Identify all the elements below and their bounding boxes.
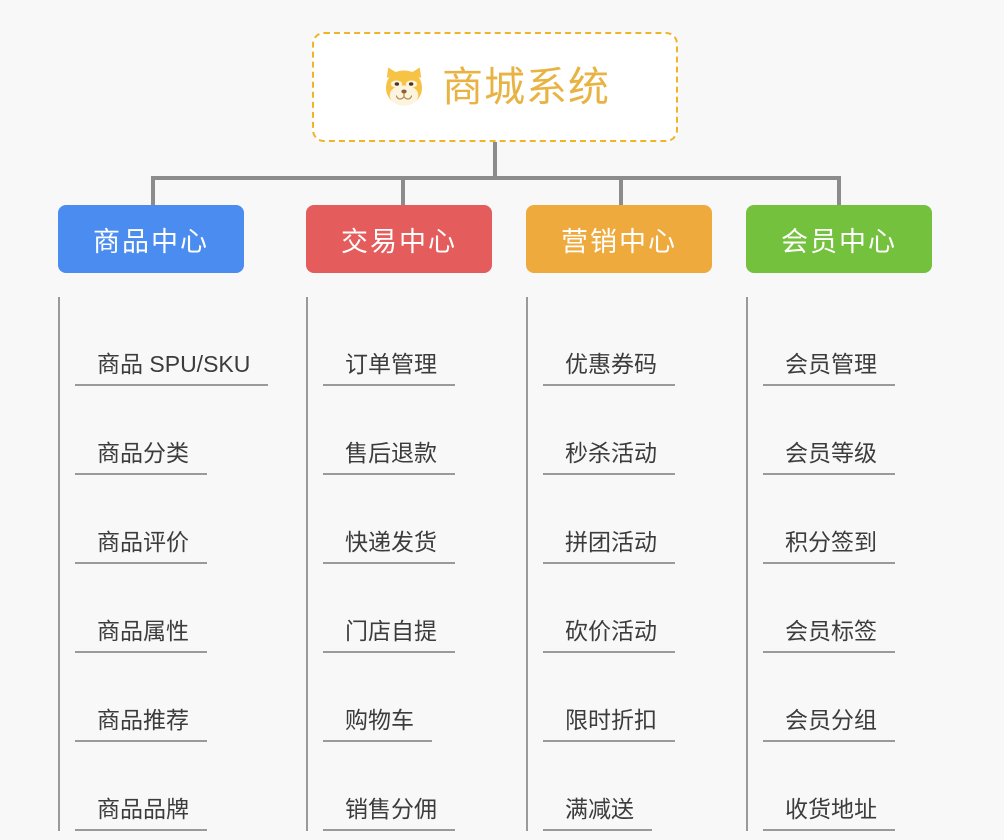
leaf-label: 拼团活动	[543, 529, 675, 564]
leaf-item[interactable]: 商品评价	[75, 475, 290, 564]
leaf-item[interactable]: 售后退款	[323, 386, 510, 475]
connector-horizontal-bus	[151, 176, 841, 180]
root-node[interactable]: 商城系统	[312, 32, 678, 142]
leaf-item[interactable]: 快递发货	[323, 475, 510, 564]
leaf-item[interactable]: 拼团活动	[543, 475, 730, 564]
leaf-label: 优惠券码	[543, 351, 675, 386]
category-label: 营销中心	[561, 226, 677, 257]
leaf-label: 收货地址	[763, 796, 895, 831]
leaf-label: 快递发货	[323, 529, 455, 564]
leaf-label: 购物车	[323, 707, 432, 742]
shiba-dog-face-icon	[380, 63, 428, 111]
leaf-list-member-center: 会员管理 会员等级 积分签到 会员标签 会员分组 收货地址	[746, 297, 950, 831]
leaf-item[interactable]: 满减送	[543, 742, 730, 831]
leaf-label: 会员管理	[763, 351, 895, 386]
leaf-item[interactable]: 砍价活动	[543, 564, 730, 653]
leaf-label: 限时折扣	[543, 707, 675, 742]
leaf-label: 商品分类	[75, 440, 207, 475]
branch-marketing-center: 营销中心 优惠券码 秒杀活动 拼团活动 砍价活动 限时折扣 满减送	[498, 205, 730, 831]
leaf-label: 订单管理	[323, 351, 455, 386]
category-label: 商品中心	[93, 226, 209, 257]
leaf-item[interactable]: 商品 SPU/SKU	[75, 297, 290, 386]
leaf-list-product-center: 商品 SPU/SKU 商品分类 商品评价 商品属性 商品推荐 商品品牌	[58, 297, 290, 831]
leaf-item[interactable]: 订单管理	[323, 297, 510, 386]
leaf-label: 会员分组	[763, 707, 895, 742]
leaf-item[interactable]: 商品分类	[75, 386, 290, 475]
leaf-label: 商品 SPU/SKU	[75, 351, 269, 386]
leaf-label: 售后退款	[323, 440, 455, 475]
branch-member-center: 会员中心 会员管理 会员等级 积分签到 会员标签 会员分组 收货地址	[718, 205, 950, 831]
leaf-label: 商品品牌	[75, 796, 207, 831]
leaf-item[interactable]: 商品属性	[75, 564, 290, 653]
leaf-item[interactable]: 会员分组	[763, 653, 950, 742]
category-label: 交易中心	[341, 226, 457, 257]
branch-product-center: 商品中心 商品 SPU/SKU 商品分类 商品评价 商品属性 商品推荐 商品品牌	[58, 205, 290, 831]
leaf-item[interactable]: 优惠券码	[543, 297, 730, 386]
connector-root-stem	[493, 142, 497, 178]
leaf-item[interactable]: 购物车	[323, 653, 510, 742]
leaf-item[interactable]: 销售分佣	[323, 742, 510, 831]
leaf-label: 销售分佣	[323, 796, 455, 831]
connector-drop-product-center	[151, 176, 155, 206]
leaf-item[interactable]: 会员等级	[763, 386, 950, 475]
leaf-item[interactable]: 收货地址	[763, 742, 950, 831]
leaf-label: 会员等级	[763, 440, 895, 475]
category-header-member-center[interactable]: 会员中心	[746, 205, 932, 273]
connector-drop-marketing-center	[619, 176, 623, 206]
leaf-label: 秒杀活动	[543, 440, 675, 475]
leaf-label: 商品推荐	[75, 707, 207, 742]
category-label: 会员中心	[781, 226, 897, 257]
category-header-product-center[interactable]: 商品中心	[58, 205, 244, 273]
category-header-trade-center[interactable]: 交易中心	[306, 205, 492, 273]
connector-drop-trade-center	[401, 176, 405, 206]
leaf-label: 积分签到	[763, 529, 895, 564]
leaf-label: 满减送	[543, 796, 652, 831]
leaf-item[interactable]: 秒杀活动	[543, 386, 730, 475]
connector-drop-member-center	[837, 176, 841, 206]
leaf-label: 门店自提	[323, 618, 455, 653]
leaf-item[interactable]: 会员标签	[763, 564, 950, 653]
category-header-marketing-center[interactable]: 营销中心	[526, 205, 712, 273]
leaf-item[interactable]: 门店自提	[323, 564, 510, 653]
leaf-label: 会员标签	[763, 618, 895, 653]
leaf-item[interactable]: 商品推荐	[75, 653, 290, 742]
leaf-list-trade-center: 订单管理 售后退款 快递发货 门店自提 购物车 销售分佣	[306, 297, 510, 831]
leaf-label: 商品属性	[75, 618, 207, 653]
leaf-label: 砍价活动	[543, 618, 675, 653]
branch-trade-center: 交易中心 订单管理 售后退款 快递发货 门店自提 购物车 销售分佣	[278, 205, 510, 831]
leaf-item[interactable]: 限时折扣	[543, 653, 730, 742]
leaf-list-marketing-center: 优惠券码 秒杀活动 拼团活动 砍价活动 限时折扣 满减送	[526, 297, 730, 831]
root-title: 商城系统	[442, 63, 610, 110]
leaf-item[interactable]: 积分签到	[763, 475, 950, 564]
leaf-item[interactable]: 商品品牌	[75, 742, 290, 831]
leaf-item[interactable]: 会员管理	[763, 297, 950, 386]
leaf-label: 商品评价	[75, 529, 207, 564]
